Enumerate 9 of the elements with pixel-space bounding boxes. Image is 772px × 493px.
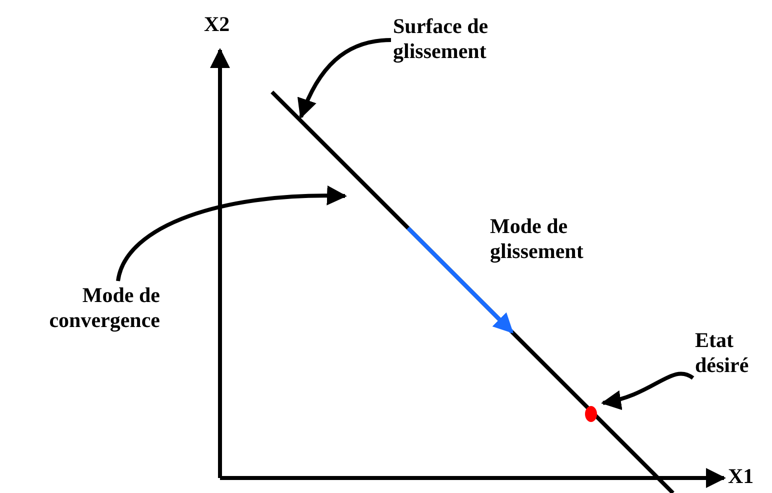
axis-label: X1	[728, 464, 754, 489]
callout-label: Mode de convergence	[30, 283, 160, 333]
callout-label: Surface de glissement	[393, 14, 523, 64]
leader-arrow	[601, 372, 694, 410]
callout-label: Etat désiré	[695, 328, 765, 378]
leader-arrow	[116, 186, 347, 282]
leader-arrow	[298, 38, 392, 119]
axis-label: X2	[204, 12, 230, 37]
callout-label: Mode de glissement	[490, 214, 584, 264]
